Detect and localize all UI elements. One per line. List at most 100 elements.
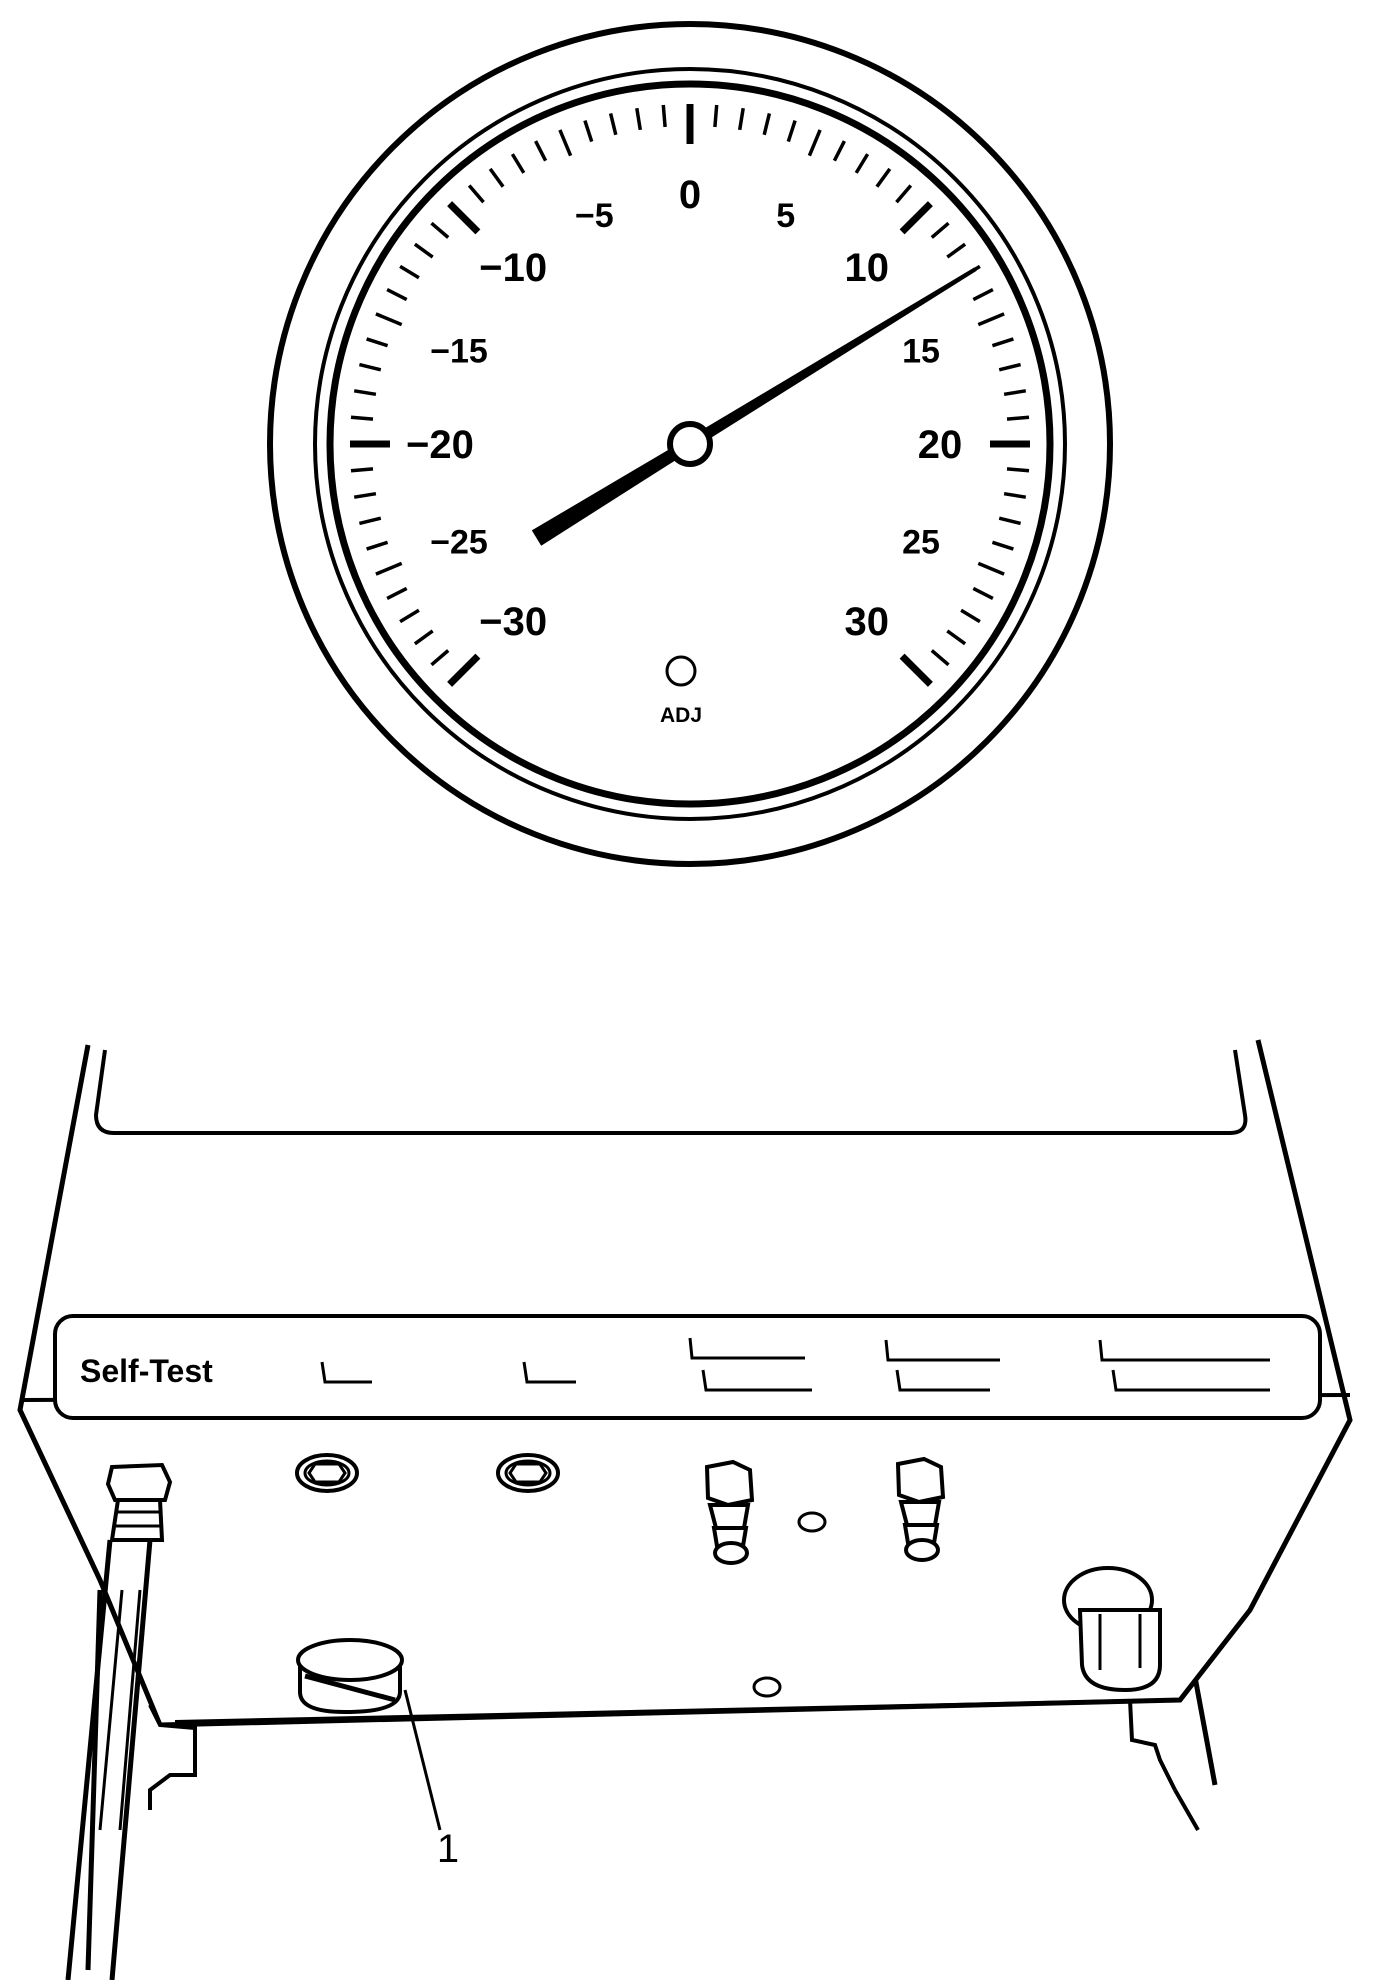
port-2[interactable] — [496, 1453, 560, 1493]
adjust-label: ADJ — [660, 704, 702, 727]
blank-label-4 — [884, 1339, 1000, 1392]
hose-fitting-threads — [116, 1510, 160, 1528]
minor-tick — [1006, 415, 1030, 421]
hose-barb-1-ribs — [707, 1503, 751, 1554]
minor-tick — [946, 242, 967, 259]
function-label-strip — [53, 1314, 1322, 1420]
hose-fitting — [105, 1462, 173, 1542]
needle-hub — [667, 421, 713, 467]
mounting-hole-1 — [797, 1511, 827, 1533]
tester-unit: Self-Test — [17, 1039, 1353, 1980]
minor-tick — [854, 153, 870, 174]
minor-tick — [661, 104, 667, 128]
drain-plug[interactable] — [1062, 1566, 1162, 1693]
hose — [65, 1539, 153, 1980]
scale-label: 5 — [776, 197, 795, 235]
front-face-bottom-edge — [174, 1698, 1181, 1724]
minor-tick — [762, 112, 772, 136]
minor-tick — [358, 516, 382, 526]
minor-tick — [713, 104, 719, 128]
minor-tick — [430, 221, 450, 239]
minor-tick — [875, 167, 892, 188]
scale-label: 10 — [845, 246, 890, 290]
minor-tick — [972, 288, 994, 302]
scale-label: −25 — [430, 524, 488, 562]
minor-tick — [930, 649, 950, 667]
minor-tick — [977, 312, 1005, 327]
hose-barb-2-ribs — [898, 1500, 942, 1551]
blank-label-5 — [1098, 1339, 1270, 1392]
scale-label: −30 — [479, 600, 547, 644]
major-tick — [899, 653, 933, 687]
scale-label: 0 — [679, 173, 701, 217]
minor-tick — [358, 362, 382, 372]
callout-1-leader — [403, 1689, 442, 1831]
adjust-screw-icon[interactable] — [665, 655, 697, 687]
hose-barb-1-hex — [704, 1459, 755, 1508]
hose-highlight — [98, 1589, 142, 1831]
hose-fitting-nut — [105, 1462, 173, 1502]
minor-tick — [972, 586, 994, 600]
tester-top-cover — [93, 1049, 1248, 1135]
port-1[interactable] — [295, 1453, 359, 1493]
minor-tick — [366, 337, 389, 348]
drain-plug-body — [1077, 1608, 1162, 1693]
minor-tick — [350, 467, 374, 473]
minor-tick — [998, 362, 1022, 372]
gauge-needle — [531, 267, 977, 546]
minor-tick — [386, 586, 408, 600]
minor-tick — [430, 649, 450, 667]
minor-tick — [353, 491, 377, 499]
minor-tick — [807, 129, 822, 157]
major-tick — [447, 201, 481, 235]
port-2-hex-icon — [508, 1462, 548, 1484]
minor-tick — [960, 608, 981, 624]
minor-tick — [488, 167, 505, 188]
self-test-label: Self-Test — [80, 1353, 213, 1389]
callout-1-label: 1 — [437, 1827, 459, 1871]
minor-tick — [1006, 467, 1030, 473]
scale-label: 30 — [845, 600, 890, 644]
minor-tick — [386, 288, 408, 302]
minor-tick — [413, 242, 434, 259]
minor-tick — [635, 107, 643, 131]
scale-label: 20 — [918, 423, 963, 467]
hose-barb-1[interactable] — [704, 1459, 755, 1565]
right-foot — [1128, 1699, 1177, 1791]
minor-tick — [534, 140, 548, 162]
blank-label-2 — [522, 1361, 576, 1384]
hose-barb-2-tip — [904, 1538, 940, 1562]
minor-tick — [467, 184, 485, 204]
scale-label: 25 — [902, 524, 940, 562]
minor-tick — [930, 221, 950, 239]
minor-tick — [737, 107, 745, 131]
minor-tick — [413, 629, 434, 646]
minor-tick — [608, 112, 618, 136]
blank-label-1 — [320, 1361, 372, 1384]
scale-label: 15 — [902, 332, 940, 370]
minor-tick — [786, 120, 797, 143]
minor-tick — [1003, 491, 1027, 499]
minor-tick — [558, 129, 573, 157]
filler-cap[interactable] — [296, 1638, 404, 1715]
needle-pointer — [531, 267, 977, 546]
hose-barb-2[interactable] — [895, 1456, 946, 1562]
minor-tick — [583, 120, 594, 143]
gauge-tick-marks — [350, 104, 1030, 687]
minor-tick — [895, 184, 913, 204]
drain-plug-flats — [1098, 1614, 1142, 1670]
minor-tick — [375, 561, 403, 576]
minor-tick — [399, 608, 420, 624]
scale-label: −5 — [575, 197, 614, 235]
minor-tick — [991, 337, 1014, 348]
minor-tick — [977, 561, 1005, 576]
minor-tick — [375, 312, 403, 327]
filler-cap-top — [296, 1638, 404, 1682]
minor-tick — [998, 516, 1022, 526]
scale-label: −20 — [406, 423, 474, 467]
minor-tick — [1003, 389, 1027, 397]
